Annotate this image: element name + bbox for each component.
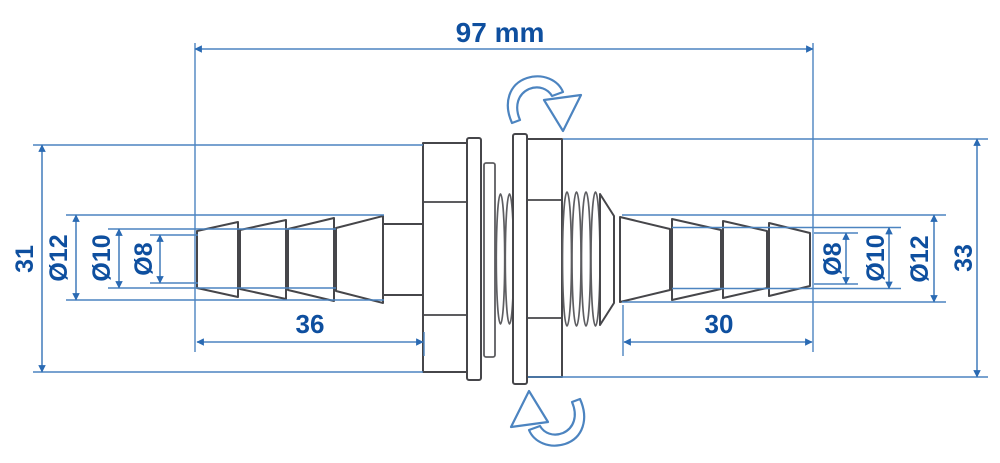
thread-ridge — [495, 193, 506, 325]
dim-left-height-label: 31 — [11, 245, 39, 273]
rotation-arrow-top-icon — [506, 75, 583, 133]
dim-left-dia-8-label: Ø8 — [130, 242, 158, 275]
washer — [483, 162, 496, 358]
barb-cone — [722, 220, 768, 299]
dim-right-dia-8: Ø8 — [814, 232, 858, 285]
dim-left-dia-8: Ø8 — [130, 234, 198, 284]
dim-left-height: 31 — [11, 144, 423, 373]
dim-left-tail-length: 36 — [196, 309, 425, 356]
dim-right-dia-12: Ø12 — [622, 214, 946, 303]
dim-right-height-label: 33 — [950, 244, 978, 272]
thread-ridge — [580, 191, 592, 327]
left-barb-tail — [196, 215, 424, 304]
barb-cone — [287, 217, 335, 302]
dim-left-dia-12-label: Ø12 — [45, 234, 73, 281]
right-barb-tail — [619, 216, 811, 303]
left-hex-body — [422, 142, 468, 373]
barb-cone — [196, 221, 239, 298]
flange-plate — [466, 137, 482, 381]
external-thread-section — [561, 191, 615, 327]
dim-overall-length-label: 97 mm — [456, 17, 545, 48]
flange-plate — [512, 133, 528, 385]
thread-ridge — [590, 191, 601, 327]
dim-overall-length: 97 mm — [194, 17, 814, 352]
dim-right-tail-length: 30 — [622, 305, 813, 356]
dim-right-dia-12-label: Ø12 — [906, 235, 934, 282]
barb-cone — [239, 219, 287, 300]
dim-left-tail-length-label: 36 — [296, 309, 325, 339]
dim-right-tail-length-label: 30 — [705, 309, 734, 339]
dimension-annotations: 97 mm 31 Ø12 Ø10 Ø8 — [11, 17, 988, 378]
dim-left-dia-10: Ø10 — [88, 228, 336, 289]
barb-neck-cylinder — [382, 223, 424, 296]
bulkhead-stack — [466, 133, 528, 385]
dim-left-dia-10-label: Ø10 — [88, 234, 116, 281]
connector-part — [196, 133, 811, 385]
thread-ridge — [571, 191, 582, 327]
dim-right-dia-8-label: Ø8 — [819, 242, 847, 275]
rotation-arrow-band — [506, 75, 565, 125]
right-hex-body — [526, 138, 563, 378]
barb-cone — [335, 215, 384, 304]
dim-left-dia-12: Ø12 — [45, 214, 384, 301]
left-hex-body-outline — [422, 142, 468, 373]
dim-right-height: 33 — [528, 138, 988, 378]
right-hex-body-outline — [526, 138, 563, 378]
dim-right-dia-10: Ø10 — [672, 226, 901, 290]
thread-to-barb-taper — [599, 193, 615, 326]
rotation-arrow-bottom-icon — [509, 389, 586, 447]
barb-cone — [619, 216, 671, 303]
barb-cone — [768, 222, 811, 297]
dim-right-dia-10-label: Ø10 — [862, 234, 890, 281]
thread-ridge — [561, 191, 573, 327]
rotation-arrowhead — [542, 93, 583, 133]
